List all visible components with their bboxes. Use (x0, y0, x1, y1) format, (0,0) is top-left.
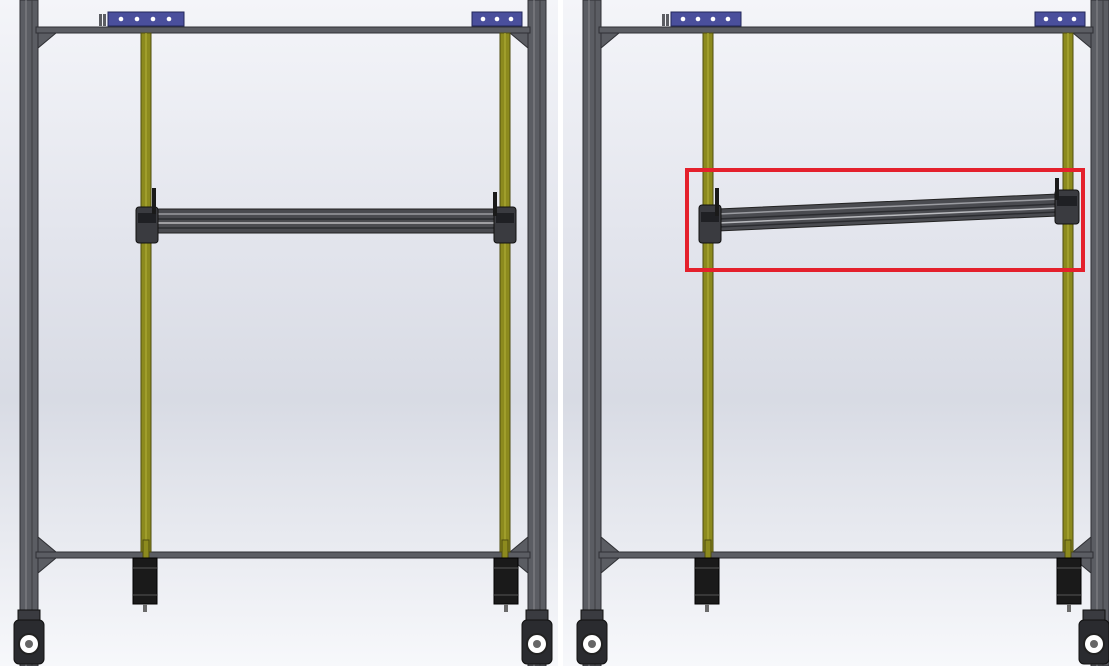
carriage-left (135, 188, 159, 244)
panel-right-tilted-beam (563, 0, 1109, 666)
gantry-beam-level (154, 208, 496, 234)
panel-divider (558, 0, 563, 666)
top-crossbar (35, 26, 531, 50)
bottom-crossbar (598, 535, 1094, 575)
lead-screw-left (702, 32, 714, 559)
stepper-motor-right (1056, 557, 1082, 612)
top-mount-plate-left (99, 11, 185, 27)
top-mount-plate-left (662, 11, 742, 27)
caster-wheel-right (1078, 609, 1109, 665)
panel-left-level-beam (0, 0, 558, 666)
top-crossbar (598, 26, 1094, 50)
background-left (0, 0, 558, 666)
carriage-right (493, 192, 517, 244)
caster-wheel-left (576, 609, 608, 665)
top-mount-plate-right (471, 11, 523, 27)
frame-upright-right (1090, 0, 1109, 666)
lead-screw-left (140, 32, 152, 559)
lead-screw-right (499, 32, 511, 559)
frame-upright-left (19, 0, 39, 666)
stepper-motor-left (132, 557, 158, 612)
carriage-left (698, 188, 722, 244)
frame-diagram-right (563, 0, 1109, 666)
caster-wheel-left (13, 609, 45, 665)
stepper-motor-right (493, 557, 519, 612)
stepper-motor-left (694, 557, 720, 612)
top-mount-plate-right (1034, 11, 1086, 27)
frame-upright-left (582, 0, 602, 666)
highlight-box (685, 168, 1085, 272)
frame-upright-right (527, 0, 547, 666)
caster-wheel-right (521, 609, 553, 665)
frame-diagram-left (0, 0, 558, 666)
lead-screw-right (1062, 32, 1074, 559)
carriage-right (1054, 178, 1080, 225)
bottom-crossbar (35, 535, 531, 575)
background-right (563, 0, 1109, 666)
